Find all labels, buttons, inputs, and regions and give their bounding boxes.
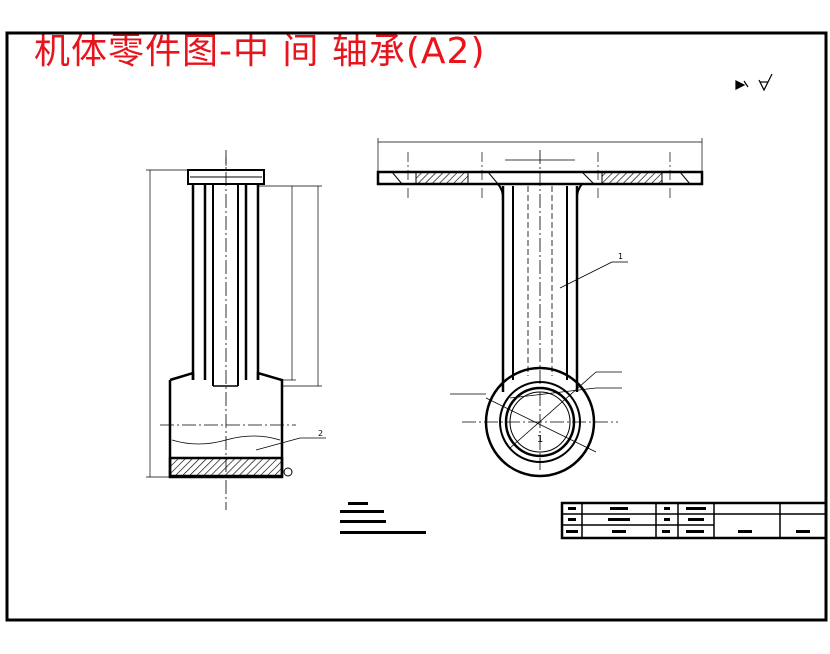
technical-notes	[340, 502, 426, 534]
drawing-frame	[5, 31, 828, 622]
title-block-cell-marks	[566, 507, 810, 533]
front-view	[376, 138, 704, 478]
surface-finish-symbol	[735, 73, 773, 92]
drawing-title: 机体零件图-中 间 轴承(A2)	[34, 31, 486, 72]
center-mark-1: 1	[537, 434, 543, 445]
title-block	[560, 501, 828, 540]
part-balloon-1: 1	[618, 252, 623, 261]
part-balloon-2: 2	[318, 429, 323, 438]
side-view	[146, 150, 326, 510]
